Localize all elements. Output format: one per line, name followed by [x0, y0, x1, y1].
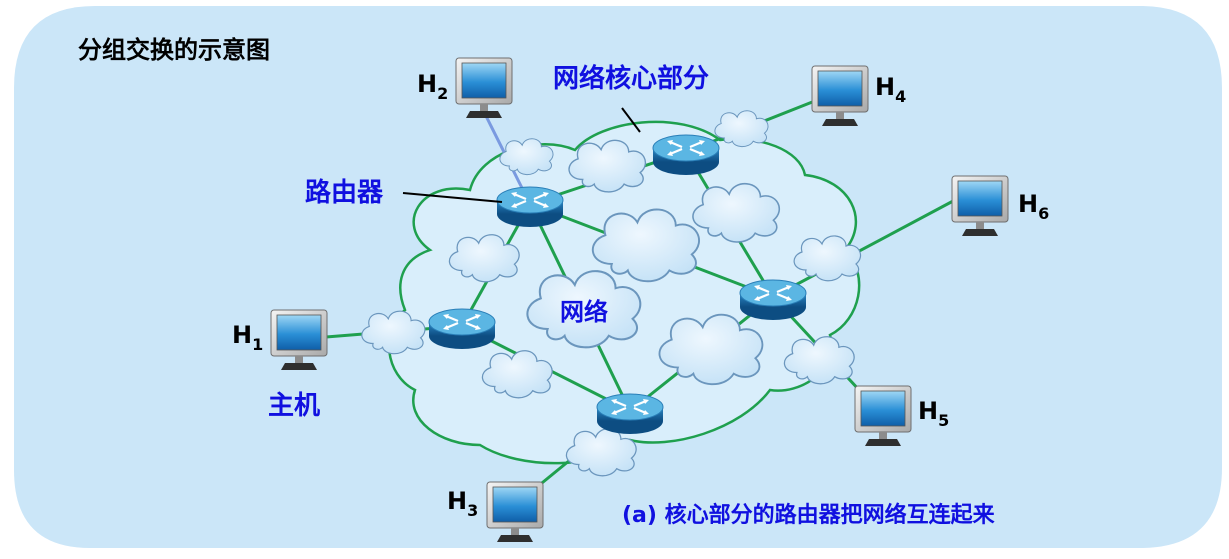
router-icon: [595, 392, 665, 436]
router-icon: [738, 278, 808, 322]
core-label: 网络核心部分: [553, 63, 709, 94]
router-label: 路由器: [305, 177, 384, 208]
caption: (a) 核心部分的路由器把网络互连起来: [622, 502, 996, 528]
host-label-h3: H3: [447, 487, 478, 520]
host-label: 主机: [268, 391, 320, 421]
router-icon: [495, 185, 565, 229]
diagram-title: 分组交换的示意图: [78, 36, 270, 64]
network-label: 网络: [560, 298, 608, 326]
router-icon: [427, 307, 497, 351]
host-label-h2: H2: [417, 70, 448, 103]
host-label-h6: H6: [1018, 190, 1049, 223]
host-label-h5: H5: [918, 397, 949, 430]
router-icon: [651, 133, 721, 177]
router-pointer-line: [402, 192, 503, 203]
host-label-h4: H4: [875, 73, 906, 106]
core-pointer-line: [621, 107, 641, 133]
host-label-h1: H1: [232, 321, 263, 354]
